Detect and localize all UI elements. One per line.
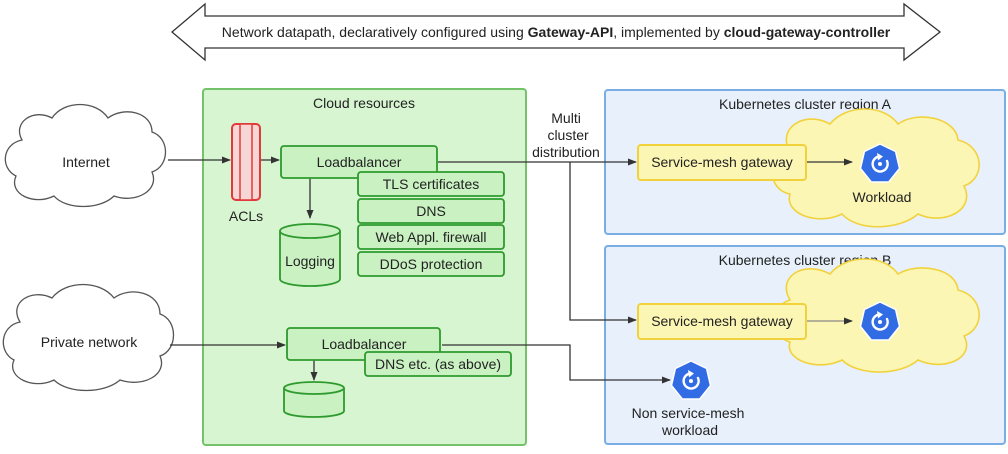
database-icon [283, 388, 345, 418]
gateway-b-label: Service-mesh gateway [651, 313, 793, 329]
internet-label: Internet [62, 154, 110, 170]
edge-lb2-standalone [442, 344, 671, 384]
standalone-line-2: workload [661, 422, 718, 438]
private-network-label: Private network [41, 334, 138, 350]
cluster-a-title: Kubernetes cluster region A [719, 96, 892, 112]
bidirectional-arrow-icon [170, 2, 942, 62]
loadbalancer-secondary-label: Loadbalancer [322, 336, 407, 352]
gateway-a: Service-mesh gateway [637, 144, 807, 181]
workload-a: Workload [853, 143, 912, 205]
lb-secondary-note-label: DNS etc. (as above) [375, 356, 501, 372]
feature-ddos-label: DDoS protection [380, 256, 483, 272]
database-icon [279, 231, 341, 287]
edge-lb-gateway-b [569, 162, 637, 324]
workload-a-label: Workload [853, 189, 912, 205]
gateway-b: Service-mesh gateway [637, 303, 807, 340]
distribution-line-3: distribution [532, 144, 600, 160]
feature-box-tls [357, 171, 505, 197]
internet-node: Internet [4, 104, 166, 208]
logging-label: Logging [285, 253, 335, 269]
standalone-line-1: Non service-mesh [632, 405, 745, 421]
kubernetes-icon [859, 143, 901, 183]
feature-box-ddos [357, 251, 505, 277]
distribution-line-2: cluster [547, 127, 589, 143]
banner: Network datapath, declaratively configur… [170, 2, 942, 62]
acl-node: ACLs [229, 123, 263, 224]
feature-tls-label: TLS certificates [383, 176, 479, 192]
standalone-label: Non service-mesh workload [632, 405, 749, 438]
loadbalancer-primary: Loadbalancer [280, 145, 438, 179]
kubernetes-icon [859, 301, 901, 341]
distribution-label: Multi cluster distribution [532, 110, 600, 160]
private-network-node: Private network [2, 284, 174, 392]
cloud-resources-title: Cloud resources [313, 95, 415, 111]
logging-node: Logging [279, 223, 341, 287]
cloud-icon [2, 284, 174, 392]
kubernetes-icon [670, 360, 712, 400]
banner-text: Network datapath, declaratively configur… [222, 24, 891, 40]
cloud-icon [4, 104, 166, 208]
workload-b [859, 301, 901, 341]
feature-box-waf [357, 224, 505, 250]
feature-box-dns [357, 198, 505, 224]
feature-dns-label: DNS [416, 203, 446, 219]
standalone-workload: Non service-mesh workload [632, 360, 749, 438]
lb-secondary-note: DNS etc. (as above) [364, 351, 512, 377]
secondary-database-node [283, 381, 345, 418]
acl-label: ACLs [229, 208, 263, 224]
loadbalancer-primary-label: Loadbalancer [317, 154, 402, 170]
lb-features: TLS certificates DNS Web Appl. firewall … [357, 171, 505, 277]
gateway-a-label: Service-mesh gateway [651, 154, 793, 170]
feature-waf-label: Web Appl. firewall [375, 229, 486, 245]
distribution-line-1: Multi [551, 110, 581, 126]
